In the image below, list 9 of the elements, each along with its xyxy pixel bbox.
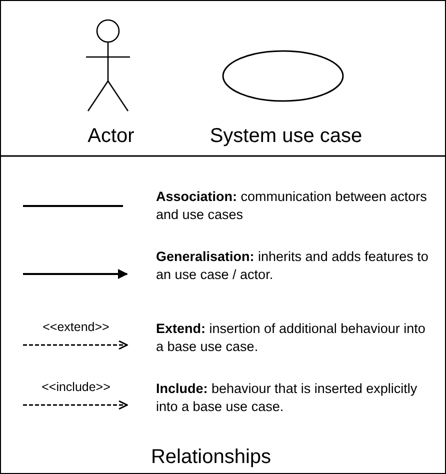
stereotype-label: <<extend>>: [42, 319, 110, 336]
legend-text: Include: behaviour that is inserted explicitly into a base use case.: [156, 380, 418, 416]
legend-text: Association: communication between actors and use cases: [156, 188, 428, 224]
actor-label: Actor: [86, 124, 136, 149]
section-heading: Relationships: [150, 445, 272, 470]
use-case-label: System use case: [208, 124, 364, 149]
legend-text: Extend: insertion of additional behaviour into a base use case.: [156, 320, 426, 356]
legend-text: Generalisation: inherits and adds features to an use case / actor.: [156, 248, 430, 284]
stereotype-label: <<include>>: [40, 379, 112, 396]
